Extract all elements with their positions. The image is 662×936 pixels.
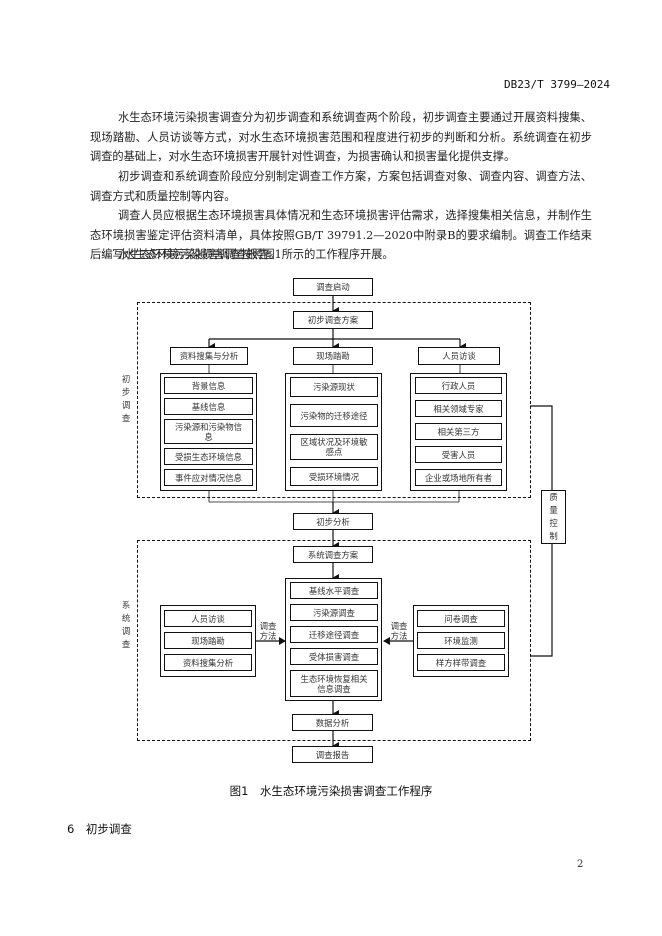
method-quadrat-transect: 样方样带调查 <box>417 654 505 671</box>
item-pollution-source-status: 污染源现状 <box>290 377 378 397</box>
item-migration-path: 污染物的迁移途径 <box>290 404 378 427</box>
item-administrative-staff: 行政人员 <box>415 377 502 394</box>
item-third-parties: 相关第三方 <box>415 423 502 440</box>
start-box: 调查启动 <box>293 278 373 296</box>
branch-interviews: 人员访谈 <box>418 347 500 365</box>
item-baseline-survey: 基线水平调查 <box>290 582 378 599</box>
paragraph-1: 水生态环境污染损害调查分为初步调查和系统调查两个阶段，初步调查主要通过开展资料搜… <box>90 111 592 163</box>
left-method-arrow-label: 调查方法 <box>259 621 277 641</box>
method-env-monitoring: 环境监测 <box>417 632 505 649</box>
paragraph-4: 水生态环境污染损害调查按照图1所示的工作程序开展。 <box>118 248 394 261</box>
preliminary-plan-box: 初步调查方案 <box>293 311 373 329</box>
data-analysis-box: 数据分析 <box>292 714 373 731</box>
systematic-stage-label: 系统调查 <box>121 600 131 649</box>
preliminary-analysis-box: 初步分析 <box>293 513 373 530</box>
method-data-collection: 资料搜集分析 <box>164 654 252 671</box>
item-victims: 受害人员 <box>415 446 502 463</box>
item-background-info: 背景信息 <box>164 377 253 394</box>
method-interviews: 人员访谈 <box>164 610 252 627</box>
figure-caption: 图1 水生态环境污染损害调查工作程序 <box>229 784 433 798</box>
item-damaged-env-info: 受损生态环境信息 <box>164 448 253 465</box>
item-pollution-source-survey: 污染源调查 <box>290 604 378 621</box>
paragraph-3: 调查人员应根据生态环境损害具体情况和生态环境损害评估需求，选择搜集相关信息，并制… <box>90 209 592 261</box>
preliminary-stage-frame <box>137 302 531 498</box>
item-receptor-damage-survey: 受体损害调查 <box>290 648 378 665</box>
branch-site-survey: 现场踏勘 <box>293 347 373 365</box>
item-pollution-source-info: 污染源和污染物信息 <box>164 419 253 444</box>
preliminary-stage-label: 初步调查 <box>121 374 131 423</box>
item-migration-survey: 迁移途径调查 <box>290 626 378 643</box>
systematic-stage-frame <box>137 540 531 741</box>
connector-qc-bottom <box>530 544 553 657</box>
item-regional-sensitive-points: 区域状况及环境敏感点 <box>290 434 378 460</box>
item-baseline-info: 基线信息 <box>164 398 253 415</box>
systematic-plan-box: 系统调查方案 <box>293 546 373 563</box>
item-incident-response-info: 事件应对情况信息 <box>164 469 253 486</box>
page-number: 2 <box>577 859 584 870</box>
branch-data-collection: 资料搜集与分析 <box>170 347 248 365</box>
item-domain-experts: 相关领域专家 <box>415 400 502 417</box>
report-box: 调查报告 <box>292 746 373 763</box>
item-damaged-env-status: 受损环境情况 <box>290 467 378 486</box>
quality-control-box: 质量控制 <box>541 490 566 544</box>
right-method-arrow-label: 调查方法 <box>390 621 408 641</box>
document-code-header: DB23/T 3799—2024 <box>504 78 610 91</box>
connector-qc-top <box>530 405 553 490</box>
paragraph-2: 初步调查和系统调查阶段应分别制定调查工作方案，方案包括调查对象、调查内容、调查方… <box>90 170 592 203</box>
method-site-survey: 现场踏勘 <box>164 632 252 649</box>
method-questionnaire: 问卷调查 <box>417 610 505 627</box>
item-site-owners: 企业或场地所有者 <box>415 469 502 486</box>
section-heading: 6 初步调查 <box>67 822 132 836</box>
item-restoration-info-survey: 生态环境恢复相关信息调查 <box>290 670 378 697</box>
